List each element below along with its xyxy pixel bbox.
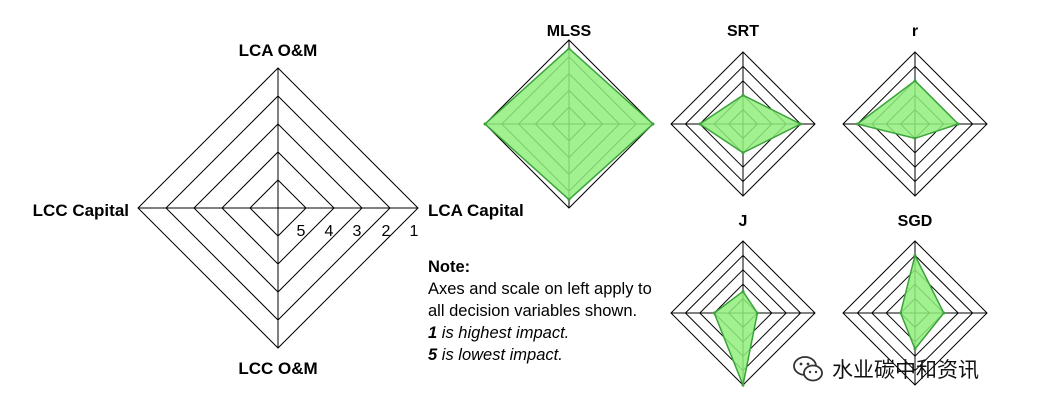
chart-title-r: r — [912, 23, 918, 40]
radar-point-mlss-1 — [651, 122, 655, 126]
key-radar-chart — [137, 67, 419, 349]
radar-point-srt-3 — [698, 122, 702, 126]
note-box: Note: Axes and scale on left apply to al… — [428, 256, 658, 366]
radar-area-sgd — [899, 253, 945, 351]
note-num-highest: 1 — [428, 324, 438, 342]
radar-point-j-2 — [741, 383, 745, 387]
radar-point-sgd-2 — [913, 347, 917, 351]
radar-point-srt-2 — [741, 151, 745, 155]
radar-point-sgd-3 — [899, 311, 903, 315]
radar-point-r-3 — [855, 122, 859, 126]
scale-tick-3: 3 — [353, 223, 362, 240]
radar-point-j-3 — [712, 311, 716, 315]
radar-point-r-0 — [913, 79, 917, 83]
radar-point-r-2 — [913, 136, 917, 140]
chart-title-srt: SRT — [727, 23, 759, 40]
radar-point-sgd-0 — [913, 253, 917, 257]
note-text: Axes and scale on left apply to all deci… — [428, 280, 652, 320]
chart-title-sgd: SGD — [898, 213, 933, 230]
watermark-text: 水业碳中和资讯 — [832, 358, 979, 382]
note-text-highest: is highest impact. — [437, 324, 570, 342]
note-text-lowest: is lowest impact. — [437, 346, 563, 364]
radar-point-mlss-3 — [483, 122, 487, 126]
axis-label-top: LCA O&M — [239, 41, 318, 60]
radar-point-srt-1 — [799, 122, 803, 126]
scale-tick-1: 1 — [410, 223, 419, 240]
scale-tick-2: 2 — [382, 223, 391, 240]
radar-point-srt-0 — [741, 93, 745, 97]
radar-chart-j — [670, 240, 816, 388]
axis-label-bottom: LCC O&M — [238, 359, 317, 378]
radar-area-mlss — [483, 47, 655, 201]
wechat-icon — [793, 356, 823, 382]
radar-point-j-1 — [755, 311, 759, 315]
radar-area-r — [855, 79, 960, 140]
scale-tick-4: 4 — [325, 223, 334, 240]
radar-point-mlss-2 — [567, 198, 571, 202]
radar-chart-mlss — [483, 39, 655, 209]
note-num-lowest: 5 — [428, 346, 438, 364]
radar-point-r-1 — [956, 122, 960, 126]
chart-title-mlss: MLSS — [547, 23, 592, 40]
radar-chart-r — [842, 51, 988, 197]
radar-area-srt — [698, 94, 803, 154]
radar-chart-sgd — [842, 240, 988, 386]
axis-label-left: LCC Capital — [33, 201, 129, 220]
note-line-lowest: 5 is lowest impact. — [428, 344, 658, 366]
note-line-highest: 1 is highest impact. — [428, 322, 658, 344]
scale-tick-5: 5 — [297, 223, 306, 240]
radar-point-j-0 — [741, 289, 745, 293]
radar-area-j — [713, 290, 759, 388]
radar-chart-srt — [670, 51, 816, 197]
radar-point-mlss-0 — [567, 46, 571, 50]
note-heading: Note: — [428, 258, 471, 276]
chart-title-j: J — [739, 213, 748, 230]
watermark: 水业碳中和资讯 — [792, 352, 979, 386]
radar-point-sgd-1 — [942, 311, 946, 315]
axis-label-right: LCA Capital — [428, 201, 524, 220]
